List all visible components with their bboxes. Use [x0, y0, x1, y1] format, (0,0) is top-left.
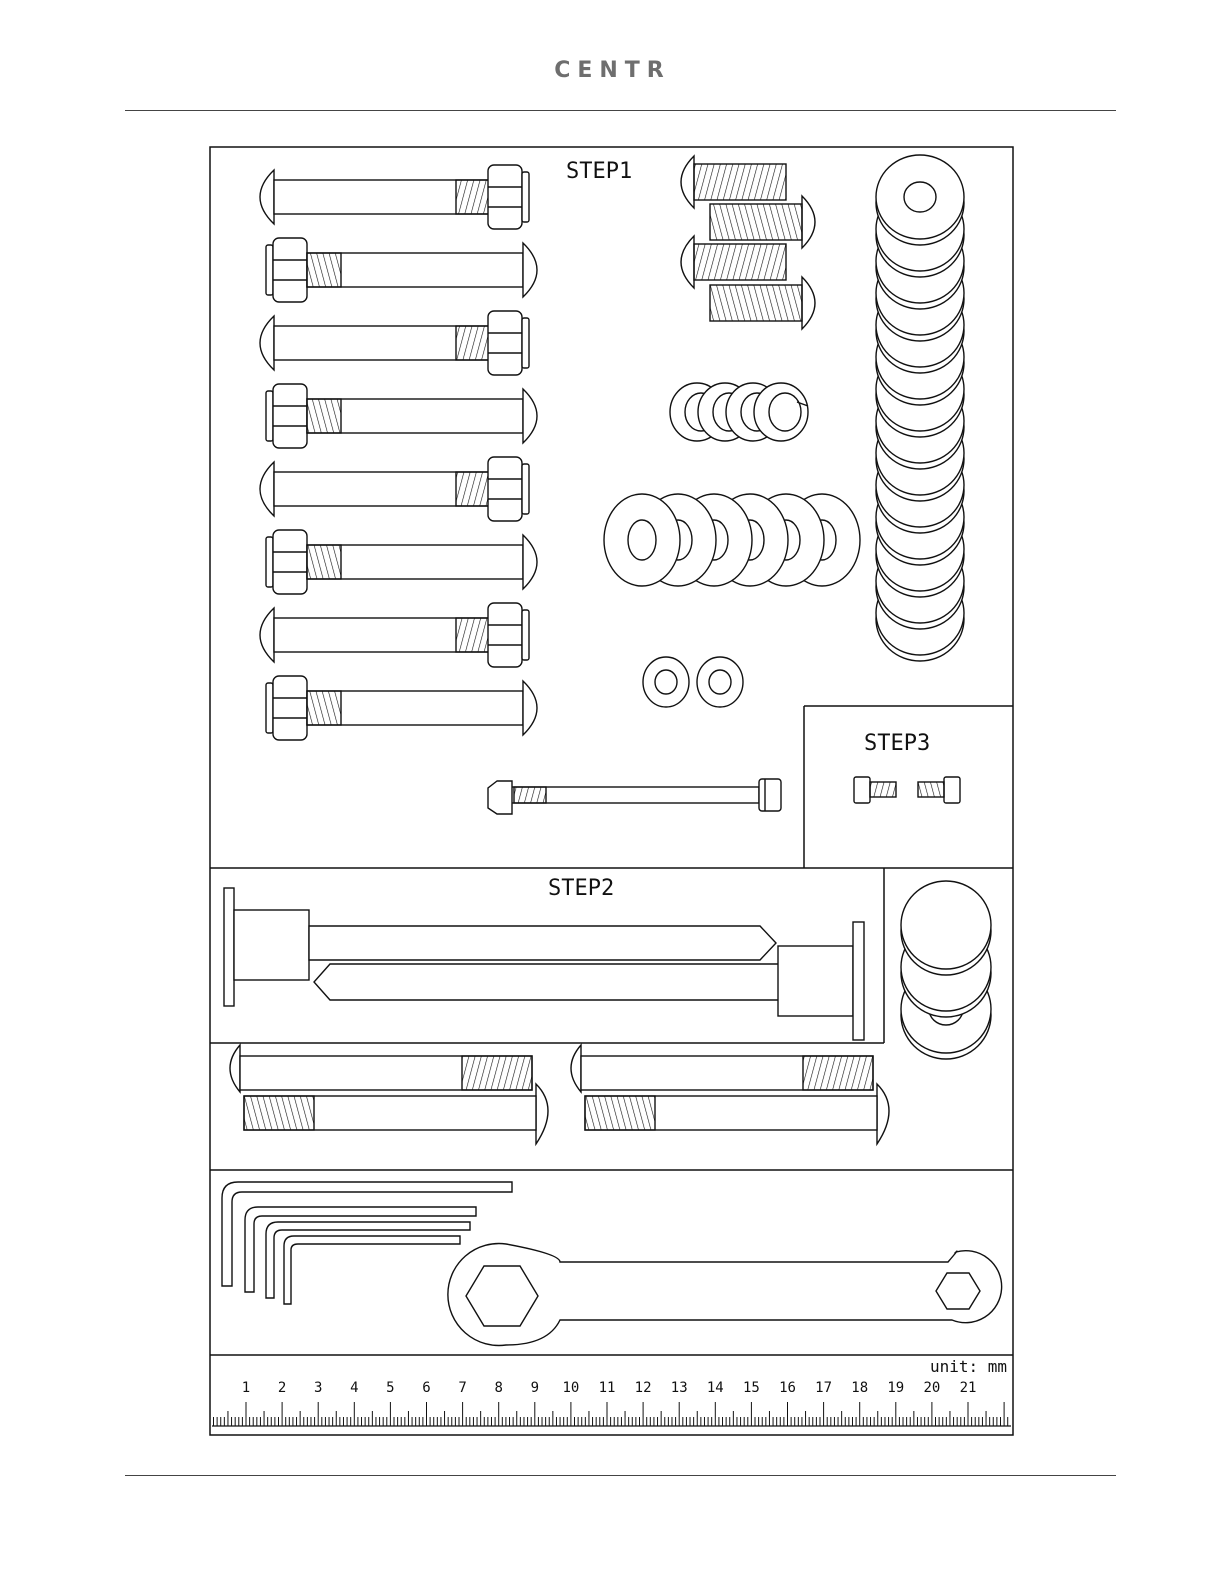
step2-bolts [230, 1045, 889, 1144]
ruler-tick-label: 16 [779, 1380, 796, 1396]
small-washer [643, 657, 689, 707]
short-bolt [710, 277, 815, 329]
large-flat-washers [604, 494, 860, 586]
long-bolt [260, 603, 529, 667]
step3-label: STEP3 [864, 731, 930, 756]
ruler-ticks [214, 1402, 1008, 1426]
wrench [448, 1243, 1002, 1345]
ruler-tick-label: 9 [531, 1380, 539, 1396]
ruler-tick-label: 12 [635, 1380, 652, 1396]
small-washers [643, 657, 743, 707]
ruler-tick-label: 10 [562, 1380, 579, 1396]
ruler-tick-label: 13 [671, 1380, 688, 1396]
step2-pins [224, 888, 864, 1040]
small-washer [697, 657, 743, 707]
lock-washer [754, 383, 808, 441]
ruler-tick-label: 20 [923, 1380, 940, 1396]
long-bolt [266, 384, 537, 448]
ruler-tick-label: 6 [422, 1380, 430, 1396]
long-bolt [260, 311, 529, 375]
step2-label: STEP2 [548, 876, 614, 901]
ruler-unit-label: unit: mm [930, 1357, 1007, 1376]
ruler-tick-label: 19 [887, 1380, 904, 1396]
ruler-tick-label: 2 [278, 1380, 286, 1396]
stacked-washer [876, 155, 964, 245]
large-washer [604, 494, 680, 586]
ruler-tick-label: 18 [851, 1380, 868, 1396]
long-bolt [266, 238, 537, 302]
long-thin-bolt [488, 779, 781, 814]
ruler-tick-label: 1 [242, 1380, 250, 1396]
long-bolt [266, 676, 537, 740]
step2-washer [901, 881, 991, 975]
step1-label: STEP1 [566, 159, 632, 184]
short-bolt [681, 156, 786, 208]
ruler-tick-label: 8 [494, 1380, 502, 1396]
long-bolts-step1 [260, 165, 537, 740]
short-bolt [681, 236, 786, 288]
ruler-tick-label: 21 [960, 1380, 977, 1396]
stacked-washers-column [876, 155, 964, 661]
ruler-tick-label: 4 [350, 1380, 358, 1396]
split-lock-washers [670, 383, 808, 441]
ruler-tick-label: 15 [743, 1380, 760, 1396]
ruler-tick-label: 7 [458, 1380, 466, 1396]
step3-screws [854, 777, 960, 803]
ruler-tick-label: 11 [599, 1380, 616, 1396]
long-bolt [260, 165, 529, 229]
ruler-tick-label: 5 [386, 1380, 394, 1396]
short-bolt [710, 196, 815, 248]
ruler-tick-label: 17 [815, 1380, 832, 1396]
long-bolt [260, 457, 529, 521]
step2-washers [901, 881, 991, 1059]
ruler-tick-label: 3 [314, 1380, 322, 1396]
long-bolt [266, 530, 537, 594]
ruler-tick-label: 14 [707, 1380, 724, 1396]
short-bolts-step1 [681, 156, 815, 329]
